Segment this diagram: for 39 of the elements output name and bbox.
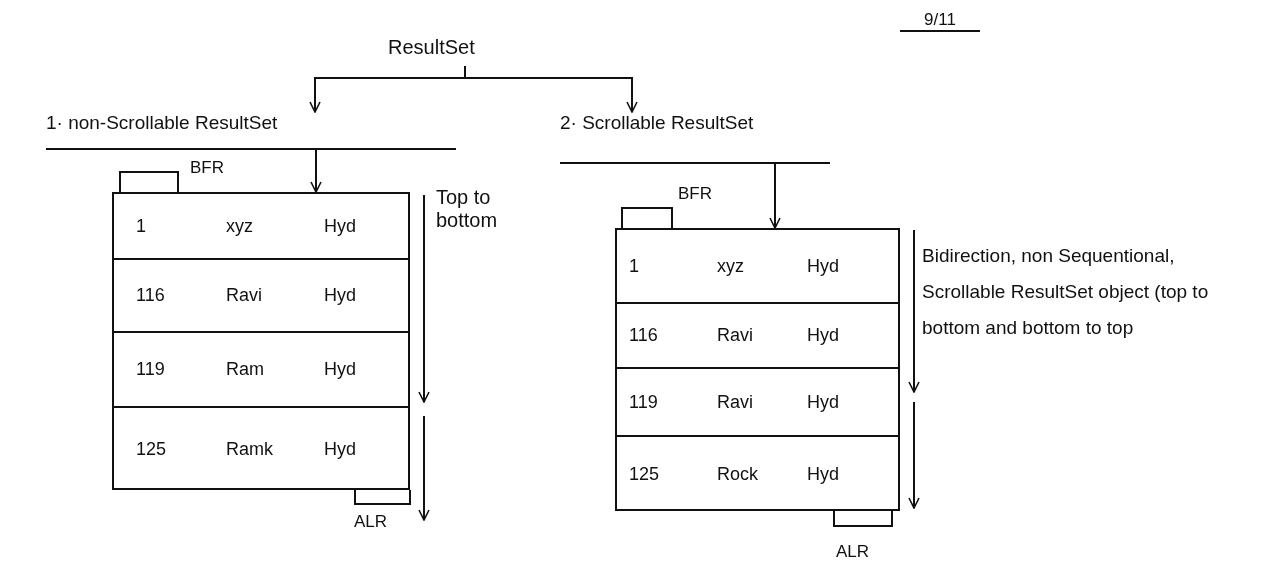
table-cell: 1 <box>629 255 639 277</box>
arrow <box>464 65 638 113</box>
table-cell: 119 <box>629 391 658 413</box>
table-cell: xyz <box>226 215 253 237</box>
table-cell: xyz <box>717 255 744 277</box>
note-text: Top to bottom <box>436 186 499 232</box>
section-heading: 2· Scrollable ResultSet <box>560 112 830 164</box>
table-box <box>615 228 900 511</box>
table-cell: Ravi <box>226 285 262 306</box>
table-cell: Hyd <box>807 391 839 413</box>
table-cell: 125 <box>136 438 167 460</box>
text-label: BFR <box>678 184 713 204</box>
section-heading: 1· non-Scrollable ResultSet <box>46 112 456 150</box>
table-box <box>112 192 410 490</box>
arrow <box>310 149 322 193</box>
arrow <box>769 163 781 229</box>
table-cell: Ramk <box>226 438 273 460</box>
heading-text: ResultSet <box>388 36 518 66</box>
table-cell: Ram <box>226 359 264 380</box>
text-label: ALR <box>836 542 871 562</box>
note-text: Bidirection, non Sequentional, Scrollable ResultSet object (top to bottom and bottom to top <box>922 244 1210 340</box>
page-number: 9/11 <box>900 10 980 32</box>
table-cell: 119 <box>136 359 165 380</box>
text-label: BFR <box>190 158 225 178</box>
table-cell: Ravi <box>717 391 753 413</box>
text-label: ALR <box>354 512 389 532</box>
table-cell: Ravi <box>717 325 753 346</box>
table-cell: Hyd <box>807 255 839 277</box>
table-cell: 116 <box>629 325 658 346</box>
table-cell: 116 <box>136 285 165 306</box>
table-cell: Hyd <box>807 463 839 485</box>
table-cell: Hyd <box>324 438 356 460</box>
table-cell: 1 <box>136 215 146 237</box>
table-cell: Hyd <box>807 325 839 346</box>
table-cell: Rock <box>717 463 758 485</box>
table-cell: Hyd <box>324 359 356 380</box>
table-cell: 125 <box>629 463 660 485</box>
table-cell: Hyd <box>324 285 356 306</box>
table-cell: Hyd <box>324 215 356 237</box>
